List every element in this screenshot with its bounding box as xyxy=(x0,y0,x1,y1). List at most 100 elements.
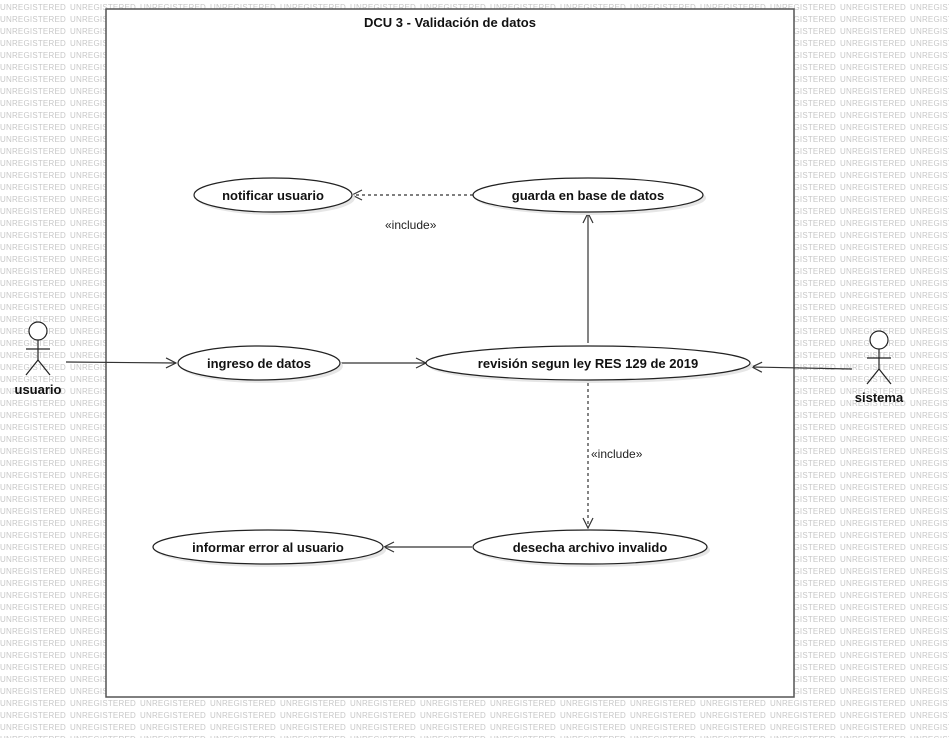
watermark-text: UNREGISTERED xyxy=(770,303,836,312)
watermark-text: UNREGISTERED xyxy=(840,567,906,576)
watermark-text: UNREGISTERED xyxy=(70,711,136,720)
usecase-desecha-archivo[interactable]: desecha archivo invalido xyxy=(472,529,710,567)
watermark-text: UNREGISTERED xyxy=(700,723,766,732)
watermark-text: UNREGISTERED xyxy=(840,219,906,228)
watermark-text: UNREGISTERED xyxy=(700,699,766,708)
watermark-text: UNREGISTERED xyxy=(910,315,949,324)
watermark-text: UNREGISTERED xyxy=(910,87,949,96)
watermark-text: UNREGISTERED xyxy=(840,171,906,180)
watermark-text: UNREGISTERED xyxy=(910,483,949,492)
watermark-text: UNREGISTERED xyxy=(840,435,906,444)
watermark-text: UNREGISTERED xyxy=(770,111,836,120)
usecase-informar-error[interactable]: informar error al usuario xyxy=(152,529,386,567)
watermark-text: UNREGISTERED xyxy=(840,27,906,36)
watermark-text: UNREGISTERED xyxy=(910,627,949,636)
watermark-text: UNREGISTERED xyxy=(0,351,66,360)
watermark-text: UNREGISTERED xyxy=(770,351,836,360)
usecase-notificar-usuario[interactable]: notificar usuario xyxy=(193,177,355,215)
watermark-text: UNREGISTERED xyxy=(70,123,136,132)
watermark-text: UNREGISTERED xyxy=(560,711,626,720)
watermark-text: UNREGISTERED xyxy=(0,303,66,312)
actor-sistema[interactable]: sistema xyxy=(855,330,904,405)
watermark-text: UNREGISTERED xyxy=(0,663,66,672)
watermark-text: UNREGISTERED xyxy=(140,699,206,708)
usecase-ingreso-de-datos[interactable]: ingreso de datos xyxy=(177,345,343,383)
watermark-text: UNREGISTERED xyxy=(70,483,136,492)
watermark-text: UNREGISTERED xyxy=(910,123,949,132)
watermark-text: UNREGISTERED xyxy=(0,507,66,516)
watermark-text: UNREGISTERED xyxy=(910,291,949,300)
watermark-text: UNREGISTERED xyxy=(840,531,906,540)
watermark-text: UNREGISTERED xyxy=(770,651,836,660)
watermark-text: UNREGISTERED xyxy=(70,471,136,480)
watermark-text: UNREGISTERED xyxy=(910,339,949,348)
watermark-text: UNREGISTERED xyxy=(210,735,276,738)
actor-usuario[interactable]: usuario xyxy=(15,321,62,397)
watermark-text: UNREGISTERED xyxy=(910,603,949,612)
watermark-text: UNREGISTERED xyxy=(0,39,66,48)
watermark-text: UNREGISTERED xyxy=(840,483,906,492)
watermark-text: UNREGISTERED xyxy=(70,579,136,588)
watermark-text: UNREGISTERED xyxy=(840,159,906,168)
watermark-text: UNREGISTERED xyxy=(840,207,906,216)
watermark-text: UNREGISTERED xyxy=(0,627,66,636)
watermark-text: UNREGISTERED xyxy=(770,471,836,480)
watermark-text: UNREGISTERED xyxy=(910,579,949,588)
watermark-text: UNREGISTERED xyxy=(70,207,136,216)
diagram-title: DCU 3 - Validación de datos xyxy=(364,15,536,30)
watermark-text: UNREGISTERED xyxy=(840,195,906,204)
watermark-text: UNREGISTERED xyxy=(840,675,906,684)
watermark-text: UNREGISTERED xyxy=(770,27,836,36)
watermark-text: UNREGISTERED xyxy=(0,27,66,36)
watermark-text: UNREGISTERED xyxy=(770,87,836,96)
watermark-text: UNREGISTERED xyxy=(0,711,66,720)
watermark-text: UNREGISTERED xyxy=(770,123,836,132)
watermark-text: UNREGISTERED xyxy=(840,447,906,456)
watermark-text: UNREGISTERED xyxy=(0,471,66,480)
watermark-text: UNREGISTERED xyxy=(70,171,136,180)
watermark-text: UNREGISTERED xyxy=(420,735,486,738)
usecase-label: revisión segun ley RES 129 de 2019 xyxy=(478,356,698,371)
watermark-text: UNREGISTERED xyxy=(910,447,949,456)
watermark-text: UNREGISTERED xyxy=(0,339,66,348)
watermark-text: UNREGISTERED xyxy=(770,699,836,708)
watermark-text: UNREGISTERED xyxy=(910,459,949,468)
watermark-text: UNREGISTERED xyxy=(420,723,486,732)
watermark-text: UNREGISTERED xyxy=(840,3,906,12)
watermark-text: UNREGISTERED xyxy=(70,663,136,672)
watermark-text: UNREGISTERED xyxy=(140,735,206,738)
watermark-text: UNREGISTERED xyxy=(770,15,836,24)
watermark-text: UNREGISTERED xyxy=(0,279,66,288)
watermark-text: UNREGISTERED xyxy=(350,711,416,720)
usecase-label: ingreso de datos xyxy=(207,356,311,371)
usecase-guarda-en-base-de-datos[interactable]: guarda en base de datos xyxy=(472,177,706,215)
watermark-text: UNREGISTERED xyxy=(0,579,66,588)
watermark-text: UNREGISTERED xyxy=(70,243,136,252)
watermark-text: UNREGISTERED xyxy=(350,735,416,738)
association-sistema-revision[interactable] xyxy=(752,367,853,369)
watermark-text: UNREGISTERED xyxy=(840,327,906,336)
association-usuario-ingreso[interactable] xyxy=(65,362,176,363)
watermark-text: UNREGISTERED xyxy=(0,699,66,708)
usecase-revision-segun-ley[interactable]: revisión segun ley RES 129 de 2019 xyxy=(425,345,753,383)
watermark-text: UNREGISTERED xyxy=(70,339,136,348)
watermark-text: UNREGISTERED xyxy=(0,603,66,612)
watermark-text: UNREGISTERED xyxy=(910,543,949,552)
actor-head-icon xyxy=(28,321,48,341)
watermark-text: UNREGISTERED xyxy=(840,519,906,528)
watermark-text: UNREGISTERED xyxy=(210,723,276,732)
watermark-text: UNREGISTERED xyxy=(910,363,949,372)
watermark-text: UNREGISTERED xyxy=(910,471,949,480)
watermark-text: UNREGISTERED xyxy=(70,147,136,156)
watermark-text: UNREGISTERED xyxy=(770,507,836,516)
watermark-text: UNREGISTERED xyxy=(0,459,66,468)
watermark-text: UNREGISTERED xyxy=(910,63,949,72)
watermark-text: UNREGISTERED xyxy=(840,135,906,144)
usecase-label: notificar usuario xyxy=(222,188,324,203)
watermark-text: UNREGISTERED xyxy=(840,183,906,192)
watermark-text: UNREGISTERED xyxy=(770,207,836,216)
watermark-text: UNREGISTERED xyxy=(140,711,206,720)
watermark-text: UNREGISTERED xyxy=(70,507,136,516)
